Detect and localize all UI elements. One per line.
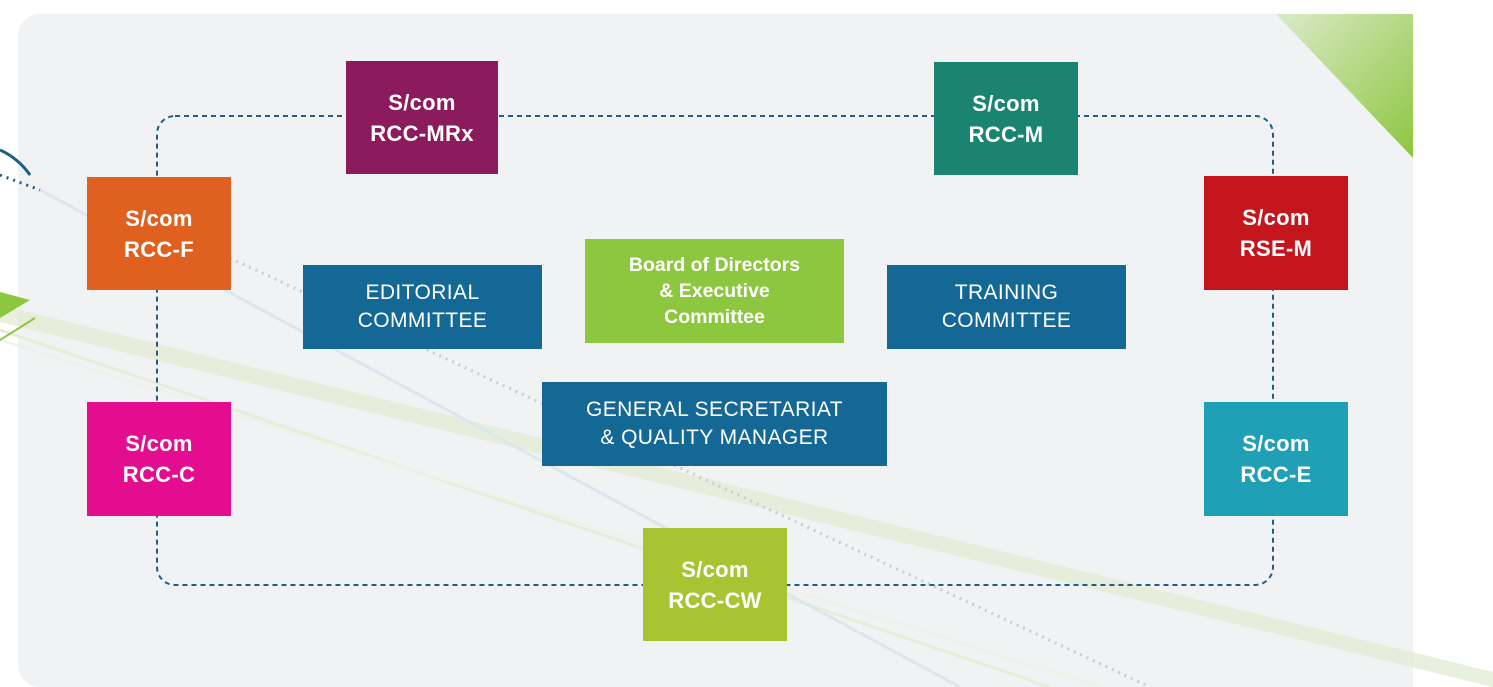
subcommittee-rcc-cw: S/com RCC-CW: [643, 528, 787, 641]
subcommittee-prefix: S/com: [388, 89, 456, 115]
secretariat-line1: GENERAL SECRETARIAT: [586, 398, 843, 421]
subcommittee-rcc-m: S/com RCC-M: [934, 62, 1078, 175]
training-committee-line1: TRAINING: [954, 281, 1059, 304]
subcommittee-code: RCC-MRx: [370, 120, 474, 146]
subcommittee-rcc-c: S/com RCC-C: [87, 402, 231, 516]
editorial-committee-line2: COMMITTEE: [357, 309, 488, 332]
subcommittee-code: RCC-M: [968, 121, 1044, 147]
general-secretariat: GENERAL SECRETARIAT & QUALITY MANAGER: [542, 382, 887, 466]
board-line3: Committee: [664, 306, 765, 328]
secretariat-line2: & QUALITY MANAGER: [600, 426, 829, 449]
subcommittee-rse-m: S/com RSE-M: [1204, 176, 1348, 290]
subcommittee-code: RCC-E: [1240, 462, 1312, 487]
subcommittee-rcc-f: S/com RCC-F: [87, 177, 231, 290]
subcommittee-prefix: S/com: [972, 90, 1040, 116]
subcommittee-code: RCC-F: [124, 236, 194, 262]
subcommittee-prefix: S/com: [1242, 205, 1310, 230]
training-committee: TRAINING COMMITTEE: [887, 265, 1126, 349]
board-line2: & Executive: [659, 280, 770, 302]
subcommittee-rcc-mrx: S/com RCC-MRx: [346, 61, 498, 174]
subcommittee-code: RCC-C: [122, 462, 196, 487]
subcommittee-prefix: S/com: [681, 556, 749, 582]
subcommittee-code: RSE-M: [1239, 236, 1313, 261]
board-of-directors: Board of Directors & Executive Committee: [585, 239, 844, 343]
board-line1: Board of Directors: [628, 254, 801, 276]
subcommittee-rcc-e: S/com RCC-E: [1204, 402, 1348, 516]
subcommittee-prefix: S/com: [125, 431, 193, 456]
subcommittee-prefix: S/com: [125, 205, 193, 231]
subcommittee-prefix: S/com: [1242, 431, 1310, 456]
editorial-committee-line1: EDITORIAL: [365, 281, 480, 304]
editorial-committee: EDITORIAL COMMITTEE: [303, 265, 542, 349]
training-committee-line2: COMMITTEE: [941, 309, 1072, 332]
subcommittee-code: RCC-CW: [668, 587, 762, 613]
